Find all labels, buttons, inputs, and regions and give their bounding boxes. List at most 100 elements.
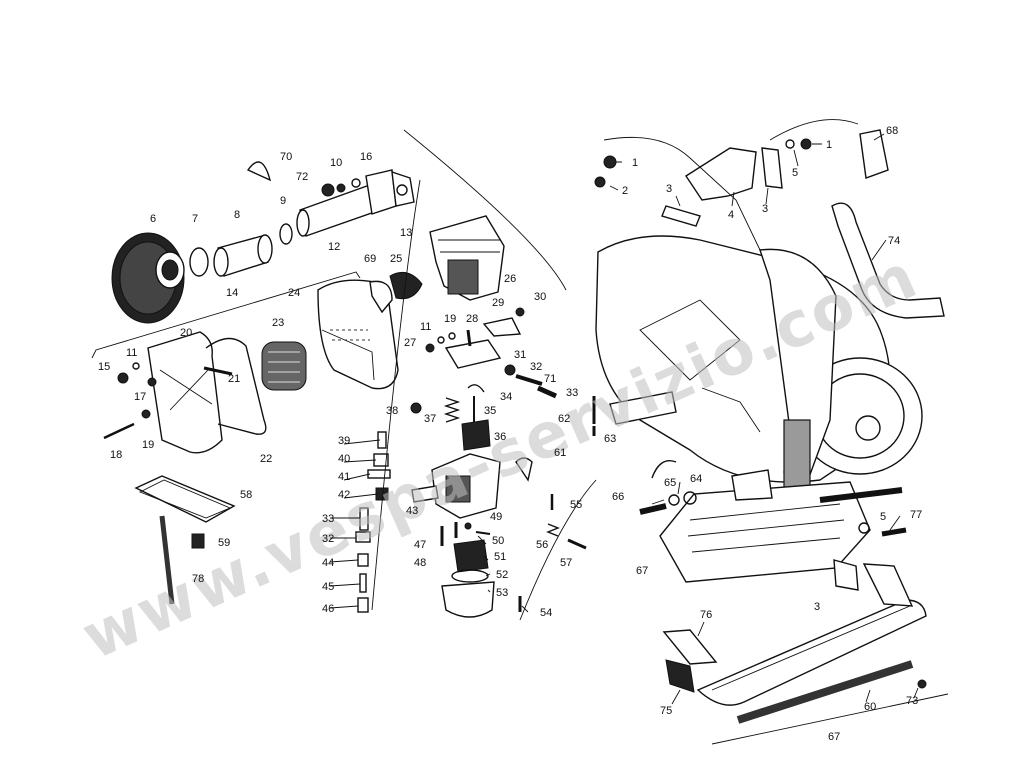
part-33a-bolt (536, 385, 558, 399)
part-16-washer (351, 178, 361, 188)
part-74-exhaust-bend (831, 202, 945, 319)
callout-56: 56 (536, 539, 548, 551)
callout-17: 17 (134, 391, 146, 403)
callout-50: 50 (492, 535, 504, 547)
part-36-slide (461, 419, 491, 451)
part-3a-gasket (661, 205, 701, 227)
callout-20: 20 (180, 327, 192, 339)
callout-67a: 67 (636, 565, 648, 577)
leader-lines (329, 133, 919, 705)
bracket-curve-right (519, 479, 597, 621)
part-21-bolt (203, 366, 233, 376)
callout-25: 25 (390, 253, 402, 265)
callout-59: 59 (218, 537, 230, 549)
callout-45: 45 (322, 581, 334, 593)
part-61-lever (515, 457, 533, 482)
part-11b-washer (437, 336, 445, 344)
part-60-tailpipe (736, 660, 914, 724)
intake-pipe (609, 391, 677, 425)
callout-71: 71 (544, 373, 556, 385)
part-45-jet (359, 573, 367, 593)
callout-37: 37 (424, 413, 436, 425)
part-70-clip (246, 161, 272, 182)
part-72-nut (321, 183, 335, 197)
part-26-carburettor (429, 215, 505, 301)
callout-10: 10 (330, 157, 342, 169)
callout-35: 35 (484, 405, 496, 417)
part-66-bolt (639, 503, 667, 515)
part-58-tray (134, 475, 236, 523)
air-filter-group (91, 161, 423, 605)
callout-31: 31 (514, 349, 526, 361)
support-rod (819, 487, 903, 503)
callout-43: 43 (406, 505, 418, 517)
callout-57: 57 (560, 557, 572, 569)
part-46-jet (357, 597, 369, 613)
part-77-bolt (881, 527, 907, 537)
bracket-top-far (769, 119, 859, 141)
part-43-carb-body (411, 453, 501, 519)
callout-64: 64 (690, 473, 702, 485)
part-49-float-pin (464, 522, 472, 530)
part-9-ring (279, 223, 293, 245)
callout-42: 42 (338, 489, 350, 501)
callout-47: 47 (414, 539, 426, 551)
part-17-screw (147, 377, 157, 387)
bracket-curve-center (403, 129, 567, 291)
part-29-lever (482, 317, 522, 337)
part-60-lower-muffler (696, 563, 927, 706)
callout-18: 18 (110, 449, 122, 461)
part-38-washer (410, 402, 422, 414)
callout-7: 7 (192, 213, 198, 225)
callout-19a: 19 (142, 439, 154, 451)
callout-76: 76 (700, 609, 712, 621)
callout-34: 34 (500, 391, 512, 403)
callout-28: 28 (466, 313, 478, 325)
part-64-washer (683, 491, 697, 505)
part-30-screw (515, 307, 525, 317)
part-19b-washer (448, 332, 456, 340)
callout-39: 39 (338, 435, 350, 447)
callout-51: 51 (494, 551, 506, 563)
part-3b-gasket (761, 147, 783, 189)
part-1-nut (603, 155, 617, 169)
part-76-bracket (662, 629, 718, 665)
part-27-nut (425, 343, 435, 353)
part-32b-jet (355, 531, 371, 543)
part-7-ring (189, 247, 209, 277)
callout-22: 22 (260, 453, 272, 465)
part-37-spring (443, 397, 461, 423)
part-12-intake-tube (296, 169, 397, 237)
part-75-clamp (665, 659, 695, 693)
callout-29: 29 (492, 297, 504, 309)
callout-3a: 3 (666, 183, 672, 195)
callout-36: 36 (494, 431, 506, 443)
callout-1b: 1 (826, 139, 832, 151)
callout-3b: 3 (762, 203, 768, 215)
callout-66: 66 (612, 491, 624, 503)
part-20-cover-plate (147, 331, 223, 454)
callout-26: 26 (504, 273, 516, 285)
callout-74: 74 (888, 235, 900, 247)
callout-41: 41 (338, 471, 350, 483)
callout-33a: 33 (566, 387, 578, 399)
callout-61: 61 (554, 447, 566, 459)
part-22-seal (205, 337, 267, 435)
callout-72: 72 (296, 171, 308, 183)
part-78-rod (159, 515, 175, 605)
bracket-67 (711, 693, 949, 745)
part-2-nut (594, 176, 606, 188)
callout-54: 54 (540, 607, 552, 619)
part-8-sleeve (213, 234, 273, 277)
part-28-screw (466, 329, 472, 347)
callout-69: 69 (364, 253, 376, 265)
callout-8: 8 (234, 209, 240, 221)
callout-38: 38 (386, 405, 398, 417)
callout-70: 70 (280, 151, 292, 163)
bracket-curve-left (371, 179, 421, 611)
callout-9: 9 (280, 195, 286, 207)
part-5b-washer (858, 522, 870, 534)
bracket-14 (91, 271, 361, 359)
callout-65: 65 (664, 477, 676, 489)
